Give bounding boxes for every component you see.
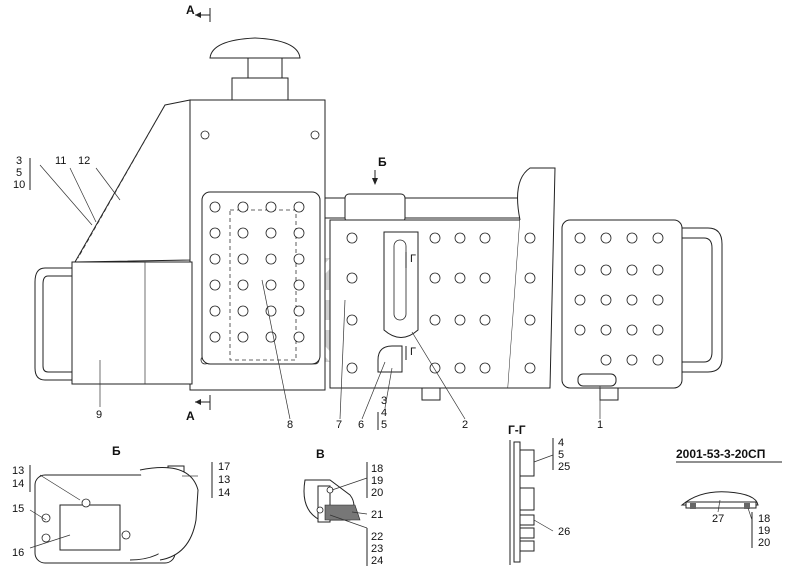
view-b-callout-14b: 14 xyxy=(218,487,230,499)
detail-callout-20: 20 xyxy=(758,537,770,549)
view-v-callout-21: 21 xyxy=(371,509,383,521)
perforation-middle xyxy=(346,232,536,374)
section-g-detail xyxy=(509,438,554,565)
view-v-callout-24: 24 xyxy=(371,555,383,567)
callout-8: 8 xyxy=(287,419,293,431)
section-g-mark-1: Г xyxy=(410,253,416,265)
view-b-arrow-label: Б xyxy=(378,155,387,169)
main-assembly-view xyxy=(29,8,723,430)
view-b-callout-17: 17 xyxy=(218,461,230,473)
section-g-callout-26: 26 xyxy=(558,526,570,538)
callout-stack-bottom-2: 5 xyxy=(381,419,387,431)
view-v-callout-20: 20 xyxy=(371,487,383,499)
detail-callout-18: 18 xyxy=(758,513,770,525)
callout-stack-bottom-1: 4 xyxy=(381,407,387,419)
callout-12: 12 xyxy=(78,155,90,167)
view-v-callout-22: 22 xyxy=(371,531,383,543)
callout-6: 6 xyxy=(358,419,364,431)
section-g-title: Г-Г xyxy=(508,423,526,437)
callout-stack-left-0: 3 xyxy=(16,155,22,167)
perforation-left xyxy=(209,201,305,343)
view-b-callout-13b: 13 xyxy=(218,474,230,486)
view-v-callout-19: 19 xyxy=(371,475,383,487)
callout-9: 9 xyxy=(96,409,102,421)
section-g-callout-25: 25 xyxy=(558,461,570,473)
view-b-title: Б xyxy=(112,444,121,458)
callout-11: 11 xyxy=(55,155,66,167)
section-g-callout-5: 5 xyxy=(558,449,564,461)
callout-1: 1 xyxy=(597,419,603,431)
section-g-callout-4: 4 xyxy=(558,437,564,449)
view-v-callout-23: 23 xyxy=(371,543,383,555)
detail-callout-19: 19 xyxy=(758,525,770,537)
view-b-callout-15: 15 xyxy=(12,503,24,515)
section-g-mark-2: Г xyxy=(410,346,416,358)
view-v-detail xyxy=(303,462,368,566)
section-a-bottom-label: А xyxy=(186,409,195,423)
callout-stack-left-1: 5 xyxy=(16,167,22,179)
view-b-detail xyxy=(29,462,213,564)
callout-2: 2 xyxy=(462,419,468,431)
view-b-callout-14: 14 xyxy=(12,478,24,490)
section-a-top-label: А xyxy=(186,3,195,17)
view-v-title: В xyxy=(316,447,325,461)
callout-stack-left-2: 10 xyxy=(13,179,25,191)
view-b-callout-16: 16 xyxy=(12,547,24,559)
detail-27 xyxy=(676,461,782,548)
callout-7: 7 xyxy=(336,419,342,431)
callout-stack-bottom-0: 3 xyxy=(381,395,387,407)
view-b-callout-13: 13 xyxy=(12,465,24,477)
view-v-callout-18: 18 xyxy=(371,463,383,475)
detail-callout-27: 27 xyxy=(712,513,724,525)
perforation-right xyxy=(574,232,664,366)
document-number: 2001-53-3-20СП xyxy=(676,447,765,461)
